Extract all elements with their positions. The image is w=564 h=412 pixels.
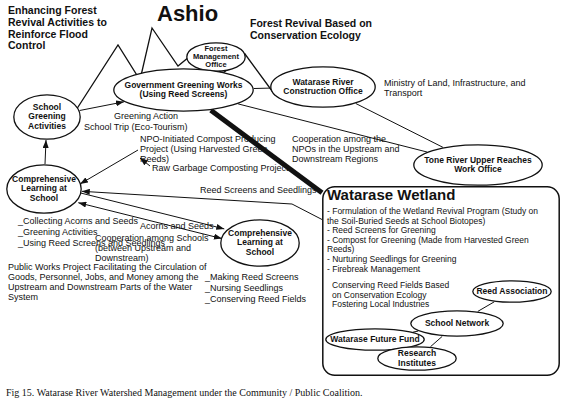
oval-border bbox=[378, 347, 456, 370]
oval-border bbox=[187, 43, 245, 71]
annotation-label: Public Works Project Facilitating the Ci… bbox=[8, 262, 213, 302]
node-text: Comprehensive Learning at School bbox=[220, 219, 300, 267]
node-text: Tone River Upper Reaches Work Office bbox=[413, 144, 543, 186]
bullet-item: - Compost for Greening (Made from Harves… bbox=[327, 236, 542, 255]
annotation-label: Greening Action bbox=[114, 111, 178, 121]
organization-oval: School Greening Activities bbox=[13, 94, 81, 140]
box-border bbox=[323, 187, 559, 375]
organization-oval: Government Greening Works (Using Reed Sc… bbox=[113, 68, 254, 112]
organization-oval: Comprehensive Learning at School bbox=[6, 164, 82, 214]
mountain-outline bbox=[60, 28, 275, 135]
oval-border bbox=[114, 69, 253, 111]
text-stack: Tone River Upper Reaches Work Office bbox=[416, 156, 540, 175]
organization-oval: Research Institutes bbox=[377, 346, 457, 371]
oval-border bbox=[14, 95, 80, 139]
connector-line bbox=[80, 102, 124, 111]
oval-border bbox=[7, 165, 81, 213]
organization-oval: Forest Management Office bbox=[186, 42, 246, 72]
connector-line bbox=[431, 336, 443, 346]
oval-border bbox=[414, 145, 542, 185]
bullet-item: - Nurturing Seedlings for Greening bbox=[327, 255, 542, 265]
text-stack: Comprehensive Learning at School bbox=[9, 175, 79, 203]
region-box: Watarase Wetland - Formulation of the Wet… bbox=[322, 186, 560, 376]
text-stack: Forest Management Office bbox=[189, 45, 243, 70]
figure-caption: Fig 15. Watarase River Watershed Managem… bbox=[6, 387, 561, 398]
text-stack: School Network bbox=[425, 319, 489, 328]
node-text: School Greening Activities bbox=[13, 94, 81, 140]
annotation-label: Ashio bbox=[157, 2, 218, 27]
node-label: Reed Association bbox=[476, 287, 547, 296]
node-text: Forest Management Office bbox=[186, 42, 246, 72]
annotation-label: Reed Screens and Seedlings bbox=[200, 185, 317, 195]
node-label: Government Greening Works (Using Reed Sc… bbox=[116, 81, 251, 100]
organization-oval: School Network bbox=[410, 310, 504, 337]
node-label: Comprehensive Learning at School bbox=[223, 229, 297, 257]
connector-line bbox=[478, 302, 495, 312]
annotation-label: Enhancing Forest Revival Activities to R… bbox=[8, 5, 120, 52]
annotation-label: Forest Revival Based on Conservation Eco… bbox=[250, 18, 420, 42]
annotation-label: _Conserving Reed Fields bbox=[205, 294, 306, 304]
annotation-label: Raw Garbage Composting Project bbox=[152, 163, 289, 173]
bullet-item: - Formulation of the Wetland Revival Pro… bbox=[327, 207, 542, 226]
annotation-label: Acorns and Seeds bbox=[140, 221, 214, 231]
oval-border bbox=[271, 67, 375, 107]
bullet-list: - Formulation of the Wetland Revival Pro… bbox=[327, 207, 542, 274]
bullet-item: - Firebreak Management bbox=[327, 265, 542, 275]
node-label: Forest Management Office bbox=[189, 45, 243, 70]
node-text: School Network bbox=[410, 310, 504, 337]
annotation-label: Ministry of Land, Infrastructure, and Tr… bbox=[384, 78, 559, 98]
annotation-label: Cooperation among the NPOs in the Upstre… bbox=[292, 134, 400, 164]
text-stack: Watarase Future Fund bbox=[330, 335, 419, 344]
connector-line bbox=[254, 88, 270, 89]
text-stack: Research Institutes bbox=[380, 349, 454, 368]
oval-border bbox=[473, 281, 551, 302]
organization-oval: Tone River Upper Reaches Work Office bbox=[413, 144, 543, 186]
node-text: Watarase River Construction Office bbox=[270, 66, 376, 108]
annotation-label: _Greening Activities bbox=[18, 227, 98, 237]
annotation-label: _Collecting Acorns and Seeds bbox=[18, 216, 138, 226]
connector-line bbox=[413, 331, 418, 332]
bullet-item: - Reed Screens for Greening bbox=[327, 226, 542, 236]
node-label: School Greening Activities bbox=[16, 103, 78, 131]
leader-arrow bbox=[80, 150, 138, 184]
text-stack: School Greening Activities bbox=[16, 103, 78, 131]
annotation-label: _Making Reed Screens bbox=[205, 272, 299, 282]
node-label: Comprehensive Learning at School bbox=[9, 175, 79, 203]
node-text: Comprehensive Learning at School bbox=[6, 164, 82, 214]
node-label: Research Institutes bbox=[380, 349, 454, 368]
text-stack: Reed Association bbox=[476, 287, 547, 296]
text-stack: Comprehensive Learning at School bbox=[223, 229, 297, 257]
annotation-label: Cooperation among Schools (between Upstr… bbox=[95, 233, 225, 263]
oval-border bbox=[221, 220, 299, 266]
node-label: School Network bbox=[425, 319, 489, 328]
region-heading: Watarase Wetland bbox=[327, 187, 455, 204]
organization-oval: Comprehensive Learning at School bbox=[220, 219, 300, 267]
region-note: Conserving Reed Fields Based on Conserva… bbox=[332, 281, 457, 310]
node-text: Reed Association bbox=[472, 280, 552, 303]
text-stack: Government Greening Works (Using Reed Sc… bbox=[116, 81, 251, 100]
connector-line bbox=[82, 191, 322, 219]
node-label: Watarase Future Fund bbox=[330, 335, 419, 344]
annotation-label: _Using Reed Screens and Seedlings bbox=[18, 238, 165, 248]
organization-oval: Reed Association bbox=[472, 280, 552, 303]
node-text: Government Greening Works (Using Reed Sc… bbox=[113, 68, 254, 112]
text-stack: Watarase River Construction Office bbox=[273, 78, 373, 97]
organization-oval: Watarase River Construction Office bbox=[270, 66, 376, 108]
connector-line bbox=[45, 140, 46, 164]
annotation-label: School Trip (Eco-Tourism) bbox=[84, 122, 188, 132]
node-label: Tone River Upper Reaches Work Office bbox=[416, 156, 540, 175]
annotation-label: NPO-Initiated Compost Producing Project … bbox=[140, 134, 290, 164]
node-label: Watarase River Construction Office bbox=[273, 78, 373, 97]
annotation-label: _Nursing Seedlings bbox=[205, 283, 283, 293]
node-text: Research Institutes bbox=[377, 346, 457, 371]
oval-border bbox=[411, 311, 503, 336]
